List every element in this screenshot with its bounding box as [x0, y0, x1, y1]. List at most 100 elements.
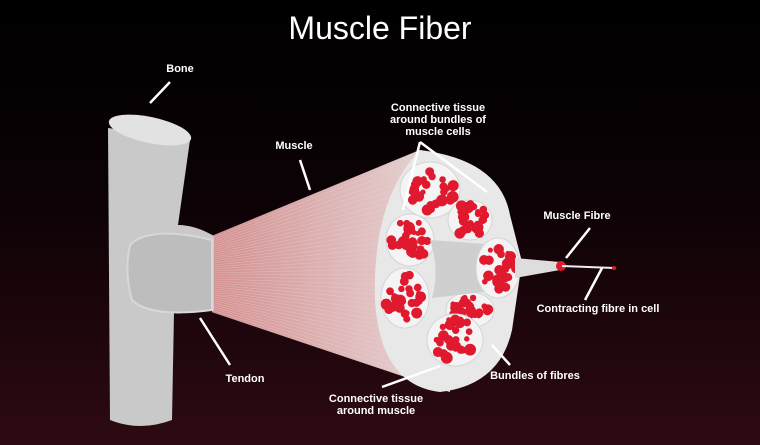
connective-bundles-leader-2 — [419, 140, 488, 194]
muscle-striations — [211, 149, 451, 393]
fibre-dot — [411, 191, 418, 199]
contracting-fibre-leader — [583, 267, 604, 301]
bone-leader — [149, 81, 171, 104]
fibre-dot — [487, 247, 493, 253]
fibre-dot — [474, 220, 483, 229]
fibre-dot — [464, 336, 470, 342]
label-tendon: Tendon — [226, 373, 265, 385]
fibre-dot — [454, 227, 466, 239]
fibre-dot — [482, 278, 488, 285]
striation — [211, 149, 421, 237]
fibre-dot — [398, 285, 405, 293]
fibre-dot — [418, 249, 429, 259]
muscle-fibre-end — [556, 261, 566, 271]
fibre-dot — [466, 200, 475, 209]
fibre-dot — [423, 236, 432, 246]
label-connective-muscle-2: around muscle — [337, 405, 415, 417]
muscle-leader — [298, 159, 312, 191]
contracting-fibre-end — [612, 266, 616, 270]
fibre-dot — [462, 223, 472, 232]
fibre-dot — [446, 317, 452, 323]
fibre-dot — [501, 258, 514, 270]
fibre-dot — [399, 276, 409, 286]
fibre-dot — [455, 200, 468, 212]
connective-bundles-leader — [401, 141, 422, 211]
label-connective-muscle-1: Connective tissue — [329, 393, 423, 405]
fibre-dot — [407, 298, 417, 308]
tendon — [126, 232, 213, 314]
fibre-dot — [421, 204, 433, 216]
muscle-fibre-leader — [565, 227, 591, 259]
label-connective-bundles-1: Connective tissue — [391, 102, 485, 114]
fibre-dot — [417, 227, 426, 236]
bundles-leader — [491, 344, 511, 366]
fibre-dot — [463, 318, 471, 327]
label-connective-bundles-2: around bundles of — [390, 114, 486, 126]
fibre-dot — [450, 314, 461, 325]
fibre-dot — [386, 235, 397, 246]
fibre-dot — [401, 231, 410, 240]
fibre-dot — [497, 250, 505, 259]
fibre-dot — [403, 219, 411, 227]
fibre-dot — [440, 188, 448, 196]
fibre-dot — [415, 219, 422, 226]
contracting-fibre — [561, 265, 615, 269]
connective-muscle-leader — [381, 364, 441, 389]
fibre-dot — [479, 255, 489, 265]
striation — [211, 187, 425, 248]
label-muscle-fibre: Muscle Fibre — [543, 210, 610, 222]
fibre-dot — [431, 199, 441, 209]
fibre-dot — [404, 238, 414, 249]
fibre-dot — [446, 337, 453, 344]
fibre-dot — [483, 307, 492, 316]
fibre-dot — [497, 265, 503, 271]
fibre-bundle-front — [426, 237, 521, 367]
fibre-dot — [433, 336, 440, 343]
fibre-dot — [469, 294, 477, 302]
fibre-dot — [465, 299, 471, 305]
fibre-dot — [394, 240, 404, 250]
striation — [211, 168, 423, 243]
fibre-dot — [452, 336, 460, 344]
fibre-dot — [406, 289, 415, 298]
fibre-dot — [411, 307, 423, 319]
fibre-dot — [461, 294, 468, 301]
fibre-dot — [447, 197, 455, 204]
fibre-dot — [452, 305, 462, 315]
fibre-dot — [413, 283, 422, 292]
bone-top — [108, 114, 192, 146]
fibre-dot — [505, 250, 511, 256]
label-connective-bundles-3: muscle cells — [405, 126, 470, 138]
fibre-dot — [445, 322, 451, 328]
fibre-dot — [464, 343, 477, 356]
fibre-dot — [439, 176, 446, 183]
striation — [211, 156, 421, 239]
muscle-fibre-rod — [515, 258, 560, 278]
label-bundles-of-fibres: Bundles of fibres — [490, 370, 580, 382]
striation — [211, 180, 424, 246]
striation — [211, 162, 422, 241]
fibre-dot — [483, 270, 494, 282]
label-muscle: Muscle — [275, 140, 312, 152]
fibre-dot — [465, 305, 475, 315]
label-bone: Bone — [166, 63, 194, 75]
fibre-dot — [481, 217, 488, 224]
fibre-dot — [432, 347, 443, 358]
label-contracting-fibre: Contracting fibre in cell — [537, 303, 660, 315]
fibre-dot — [390, 293, 401, 304]
fibre-dot — [420, 189, 426, 195]
fibre-dot — [475, 312, 482, 319]
fibre-dot — [384, 305, 394, 315]
tendon-leader — [198, 317, 232, 366]
fibre-dot — [396, 219, 404, 227]
fibre-dot — [492, 276, 504, 288]
diagram-title: Muscle Fiber — [288, 10, 472, 46]
fibre-dot — [474, 210, 482, 218]
fibre-dot — [425, 167, 435, 177]
fibre-dot — [394, 302, 405, 313]
fibre-dot — [454, 342, 461, 349]
fibre-dot — [465, 328, 473, 336]
fibre-dot — [421, 179, 429, 187]
fibre-dot — [447, 180, 459, 192]
